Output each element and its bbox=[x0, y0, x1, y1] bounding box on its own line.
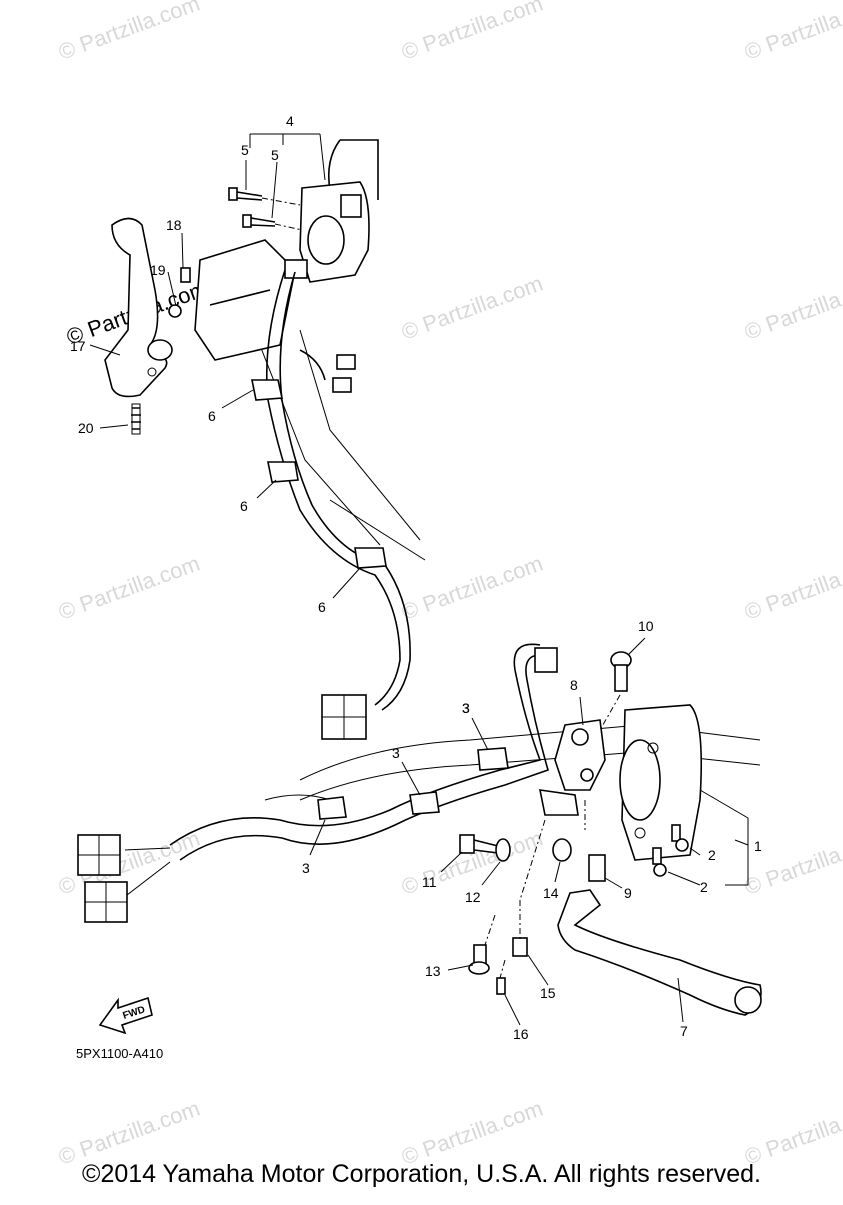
callout-2: 2 bbox=[708, 847, 716, 863]
callout-20: 20 bbox=[78, 420, 94, 436]
bolt-10 bbox=[610, 651, 632, 692]
callout-6: 6 bbox=[240, 498, 248, 514]
callout-10: 10 bbox=[638, 618, 654, 634]
callout-4: 4 bbox=[286, 113, 294, 129]
washer-12 bbox=[495, 838, 511, 862]
watermark: © Partzilla.com bbox=[55, 1096, 203, 1170]
callout-9: 9 bbox=[624, 885, 632, 901]
switch-15 bbox=[512, 937, 528, 957]
callout-3: 3 bbox=[462, 700, 470, 716]
callout-3: 3 bbox=[392, 745, 400, 761]
left-wire-harness bbox=[251, 269, 411, 740]
screw-2b bbox=[652, 847, 667, 877]
right-switch-assembly bbox=[619, 704, 702, 861]
callout-3: 3 bbox=[302, 860, 310, 876]
callout-11: 11 bbox=[422, 874, 437, 890]
callout-5: 5 bbox=[271, 147, 279, 163]
right-handlebar bbox=[264, 724, 761, 801]
callout-8: 8 bbox=[570, 677, 578, 693]
watermark: © Partzilla.com bbox=[398, 0, 546, 65]
callout-labels: 1 2 2 3 3 3 3 4 5 5 6 6 6 7 8 9 10 11 12… bbox=[70, 113, 762, 1042]
callout-6: 6 bbox=[318, 599, 326, 615]
callout-16: 16 bbox=[513, 1026, 529, 1042]
watermark: © Partzilla.com bbox=[741, 0, 843, 65]
callout-19: 19 bbox=[150, 262, 166, 278]
watermark: © Partzilla.com bbox=[55, 0, 203, 65]
watermark: © Partzilla.com bbox=[741, 551, 843, 625]
callout-6: 6 bbox=[208, 408, 216, 424]
right-wire-harness bbox=[77, 643, 558, 923]
watermark: © Partzilla.com bbox=[741, 271, 843, 345]
watermark: © Partzilla.com bbox=[398, 551, 546, 625]
screw-5b bbox=[242, 214, 276, 228]
watermark: © Partzilla.com bbox=[741, 1096, 843, 1170]
nut-14 bbox=[552, 838, 572, 862]
leader-lines bbox=[89, 133, 749, 1026]
copyright-notice: ©2014 Yamaha Motor Corporation, U.S.A. A… bbox=[82, 1160, 761, 1188]
nut-19 bbox=[168, 304, 182, 318]
watermark: © Partzilla.com bbox=[741, 826, 843, 900]
lever-holder-8 bbox=[538, 719, 606, 816]
screw-5a bbox=[228, 187, 263, 201]
diagram-code: 5PX1100-A410 bbox=[76, 1046, 164, 1061]
callout-15: 15 bbox=[540, 985, 556, 1001]
screw-2a bbox=[671, 824, 689, 852]
bolt-11 bbox=[459, 834, 499, 854]
bolt-20 bbox=[131, 403, 141, 435]
callout-3: 3 bbox=[462, 700, 470, 716]
callout-7: 7 bbox=[680, 1023, 688, 1039]
watermark: © Partzilla.com bbox=[398, 271, 546, 345]
fwd-arrow-icon: FWD bbox=[98, 996, 153, 1035]
callout-12: 12 bbox=[465, 889, 481, 905]
callout-13: 13 bbox=[425, 963, 441, 979]
callout-2: 2 bbox=[700, 879, 708, 895]
clutch-lever-17 bbox=[104, 217, 173, 398]
callout-17: 17 bbox=[70, 338, 86, 354]
brake-lever-7 bbox=[557, 889, 762, 1016]
callout-14: 14 bbox=[543, 885, 559, 901]
watermark: © Partzilla.com bbox=[55, 551, 203, 625]
screw-16 bbox=[496, 977, 506, 995]
callout-5: 5 bbox=[241, 142, 249, 158]
watermark: © Partzilla.com bbox=[398, 1096, 546, 1170]
screw-18 bbox=[180, 267, 191, 283]
bolt-13 bbox=[468, 944, 490, 975]
callout-1: 1 bbox=[754, 838, 762, 854]
callout-18: 18 bbox=[166, 217, 182, 233]
collar-9 bbox=[588, 854, 606, 882]
